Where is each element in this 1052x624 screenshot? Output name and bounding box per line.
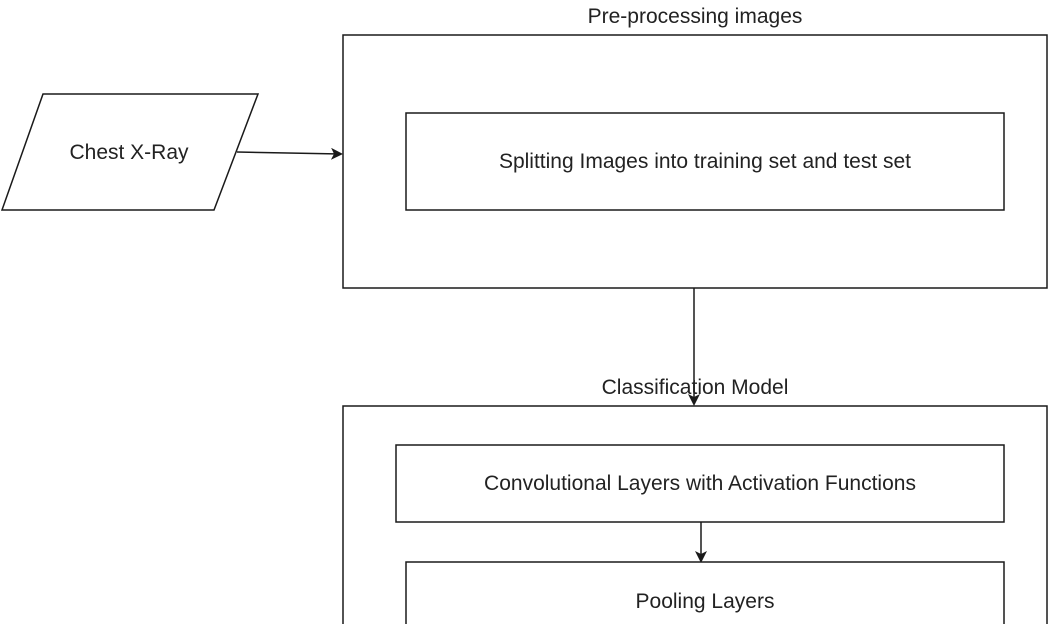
edge-input-to-preprocessing [236, 147, 343, 160]
preprocessing-group-title: Pre-processing images [588, 5, 803, 28]
convolutional-step-label: Convolutional Layers with Activation Fun… [484, 472, 916, 495]
preprocessing-group-box [342, 34, 1048, 289]
chest-xray-label: Chest X-Ray [69, 141, 189, 164]
chest-xray-node [0, 93, 260, 211]
classification-group-title: Classification Model [602, 376, 789, 399]
pooling-step-label: Pooling Layers [636, 590, 775, 613]
convolutional-step-box [395, 444, 1005, 523]
splitting-step-label: Splitting Images into training set and t… [499, 150, 911, 173]
splitting-step-box [405, 112, 1005, 211]
classification-group-box [342, 405, 1048, 624]
pooling-step-box [405, 561, 1005, 624]
